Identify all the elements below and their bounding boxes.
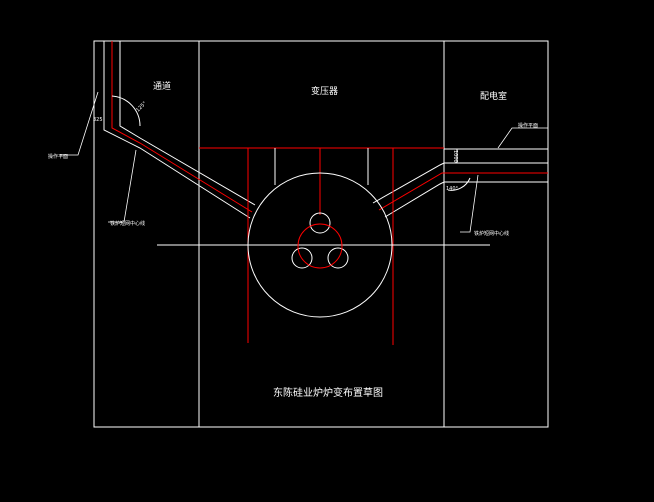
right-aisle-outer	[372, 162, 548, 204]
transformer-label: 变压器	[311, 85, 338, 97]
right-center-note: 铁炉短网中心线	[474, 230, 509, 237]
right-gap-dim: 1000	[452, 150, 458, 163]
electrode-pitch-circle	[297, 223, 343, 269]
electrode-top	[309, 212, 331, 234]
furnace-circle	[247, 172, 393, 318]
right-angle-dim: 140°	[446, 186, 459, 192]
outer-frame	[93, 40, 549, 428]
right-callout-label: 操作平面	[518, 122, 538, 129]
distribution-room-label: 配电室	[480, 90, 507, 102]
left-angle-dim: 125°	[135, 100, 148, 113]
right-aisle-inner	[384, 181, 548, 218]
right-angle-arc	[447, 177, 471, 191]
drawing-title: 东陈硅业炉炉变布置草图	[273, 386, 383, 399]
left-red-centerline	[111, 41, 253, 213]
right-callout-leader	[497, 127, 548, 149]
electrode-left	[291, 247, 313, 269]
left-aisle-inner	[119, 41, 256, 206]
aisle-label: 通道	[153, 80, 171, 92]
left-note-leader	[108, 149, 137, 223]
left-callout-label: 操作平面	[48, 153, 68, 160]
right-note-leader	[460, 174, 479, 233]
left-callout-leader	[60, 91, 99, 156]
left-angle-arc	[111, 95, 141, 127]
left-aisle-outer	[103, 41, 251, 219]
left-offset-dim: 325	[93, 117, 103, 123]
left-center-note: 铁炉短网中心线	[110, 220, 145, 227]
right-red-centerline	[378, 172, 548, 211]
electrode-right	[327, 247, 349, 269]
